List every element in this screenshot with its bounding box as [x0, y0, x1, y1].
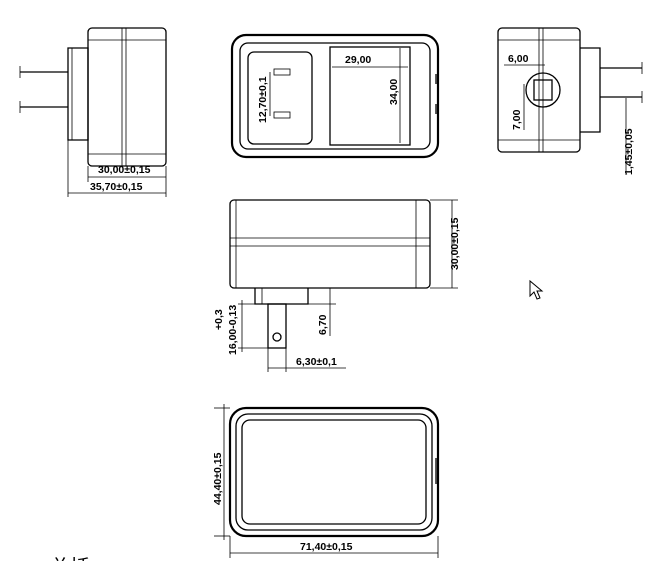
bottom-view: 44,40±0,15 71,40±0,15 — [212, 404, 440, 558]
dim-blade-offset: 6,70 — [317, 314, 329, 335]
dim-label-width: 29,00 — [345, 54, 371, 66]
left-side-view: 30,00±0,15 35,70±0,15 — [19, 27, 167, 197]
dim-bottom-height: 44,40±0,15 — [212, 452, 224, 505]
dim-bottom-width: 71,40±0,15 — [300, 541, 353, 553]
dim-label-height: 34,00 — [388, 79, 400, 105]
dim-blade-thickness: 1,45±0,05 — [623, 128, 635, 175]
dim-side-total-width: 35,70±0,15 — [90, 181, 143, 193]
mouse-cursor-icon — [529, 279, 544, 300]
right-side-view: 6,00 7,00 1,45±0,05 — [497, 27, 643, 175]
top-view: 12,70±0,1 29,00 34,00 — [230, 33, 440, 159]
front-view: 30,00±0,15 +0,3 16,00-0,13 6,70 6,30±0,1 — [213, 199, 461, 372]
dim-plug-spacing: 12,70±0,1 — [257, 76, 269, 123]
dim-blade-width: 6,30±0,1 — [296, 356, 337, 368]
dim-side-width: 30,00±0,15 — [98, 164, 151, 176]
dim-hole-height: 7,00 — [511, 109, 523, 130]
dim-hole-width: 6,00 — [508, 53, 529, 65]
dim-blade-length-tol-upper: +0,3 — [213, 309, 225, 330]
dim-blade-length: 16,00-0,13 — [227, 305, 239, 355]
footer-text: 总括 — [50, 555, 90, 561]
dim-body-height: 30,00±0,15 — [449, 217, 461, 270]
